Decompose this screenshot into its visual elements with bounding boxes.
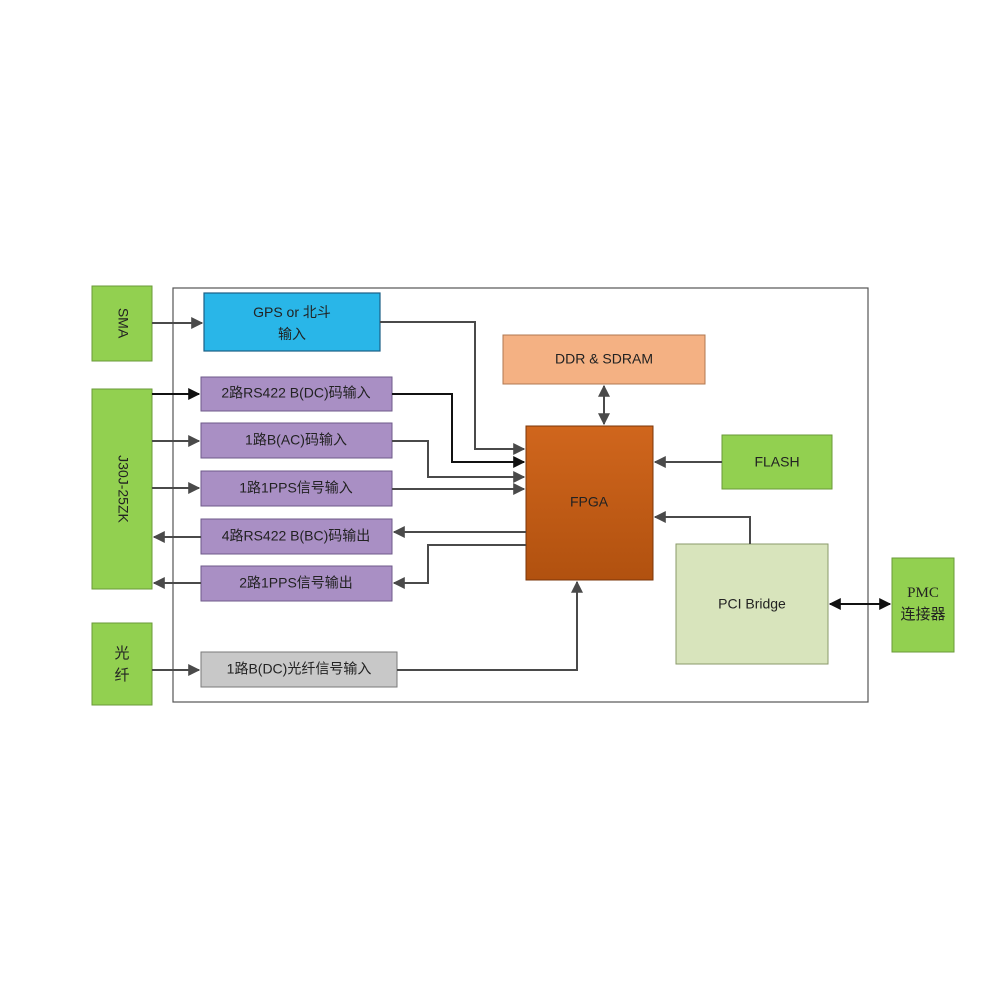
ddr-sdram-label: DDR & SDRAM	[555, 351, 653, 367]
gps-beidou-input-block: GPS or 北斗 输入	[203, 292, 381, 352]
pps-output-block: 2路1PPS信号输出	[200, 565, 393, 602]
fiber-label-2: 纤	[114, 667, 129, 684]
pmc-label-1: PMC	[907, 585, 939, 601]
gps-label-1: GPS or 北斗	[253, 304, 331, 320]
rs422-input-block: 2路RS422 B(DC)码输入	[200, 376, 393, 412]
sma-connector: SMA	[91, 285, 153, 362]
pci-to-fpga-arrow	[653, 511, 751, 544]
fpga-block: FPGA	[525, 425, 654, 581]
pci-bridge-block: PCI Bridge	[675, 543, 829, 665]
pci-bridge-label: PCI Bridge	[718, 596, 786, 612]
fiber-label-1: 光	[114, 645, 129, 662]
j30j-label: J30J-25ZK	[115, 455, 131, 523]
fiber-in-to-fpga-arrow	[397, 580, 583, 671]
rs422-in-to-fpga-arrow	[392, 393, 526, 468]
fpga-to-pps-out-arrow	[392, 544, 526, 589]
pps-output-label: 2路1PPS信号输出	[239, 575, 353, 591]
ac-in-to-fpga-arrow	[392, 440, 526, 483]
gps-label-2: 输入	[278, 326, 306, 342]
flash-block: FLASH	[721, 434, 833, 490]
ac-code-input-label: 1路B(AC)码输入	[245, 432, 347, 448]
flash-label: FLASH	[754, 454, 799, 470]
fiber-input-label: 1路B(DC)光纤信号输入	[227, 661, 372, 677]
rs422-input-label: 2路RS422 B(DC)码输入	[221, 385, 370, 401]
j30j-connector: J30J-25ZK	[91, 388, 153, 590]
sma-label: SMA	[115, 308, 131, 339]
ddr-sdram-block: DDR & SDRAM	[502, 334, 706, 385]
fiber-input-block: 1路B(DC)光纤信号输入	[200, 651, 398, 688]
gps-to-fpga-arrow	[380, 321, 526, 455]
pmc-label-2: 连接器	[900, 606, 945, 623]
pmc-connector: PMC 连接器	[891, 557, 955, 653]
rs422-output-label: 4路RS422 B(BC)码输出	[222, 528, 371, 544]
fiber-connector: 光 纤	[91, 622, 153, 706]
ac-code-input-block: 1路B(AC)码输入	[200, 422, 393, 459]
rs422-output-block: 4路RS422 B(BC)码输出	[200, 518, 393, 555]
pps-input-block: 1路1PPS信号输入	[200, 470, 393, 507]
fpga-label: FPGA	[570, 494, 609, 510]
pps-input-label: 1路1PPS信号输入	[239, 480, 353, 496]
